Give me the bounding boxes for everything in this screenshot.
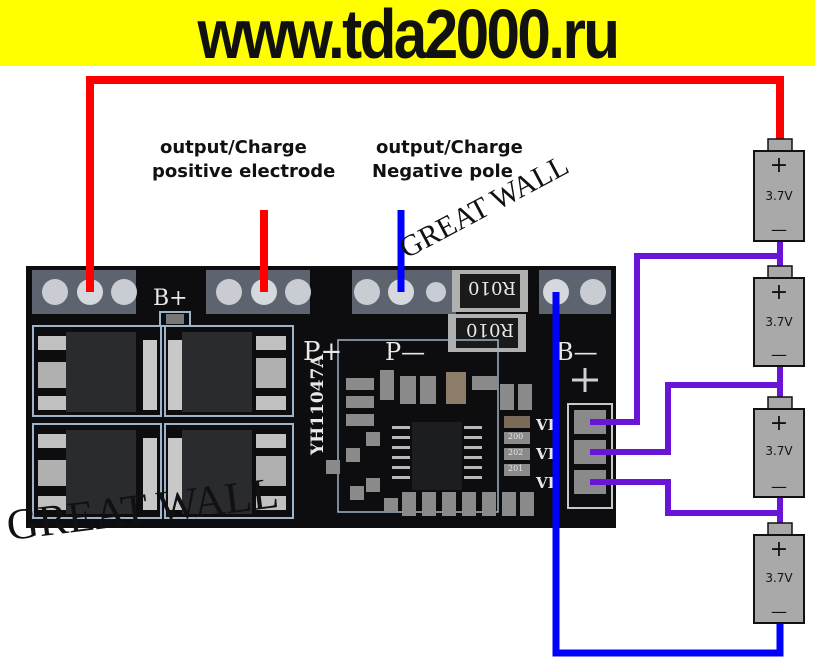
negative-wire — [397, 210, 784, 657]
positive-terminal-label: output/Charge positive electrode — [152, 136, 335, 184]
battery-2-minus: — — [771, 345, 787, 364]
battery-1-plus: + — [770, 153, 788, 178]
shunt-resistor-label-2: R010 — [466, 319, 514, 340]
battery-cell-4: + 3.7V — — [753, 522, 805, 624]
terminal-p-plus-pads — [206, 270, 311, 314]
shunt-resistors — [448, 270, 528, 352]
battery-3-plus: + — [770, 411, 788, 436]
silkscreen-plus-mark — [572, 368, 598, 392]
balance-pin-label-3: VI — [535, 474, 555, 492]
battery-3-minus: — — [771, 477, 787, 496]
mosfet-chips — [38, 332, 286, 514]
protection-ic — [326, 339, 534, 516]
negative-label-line1: output/Charge — [376, 137, 523, 158]
website-url: www.tda2000.ru — [197, 0, 620, 73]
battery-4-voltage: 3.7V — [765, 571, 793, 585]
battery-1-voltage: 3.7V — [765, 189, 793, 203]
battery-4-plus: + — [770, 537, 788, 562]
b-minus-silkscreen: B— — [556, 338, 598, 366]
battery-cell-2: + 3.7V — — [753, 265, 805, 367]
battery-4-minus: — — [771, 602, 787, 621]
balance-pin-label-1: VI — [535, 416, 555, 434]
battery-3-voltage: 3.7V — [765, 444, 793, 458]
mosfet-array — [32, 325, 294, 519]
battery-cell-1: + 3.7V — — [753, 138, 805, 242]
resistor-code-2: 202 — [508, 448, 523, 457]
resistor-code-3: 201 — [508, 464, 523, 473]
resistor-code-1: 200 — [508, 432, 523, 441]
balance-pin-label-2: VI — [535, 445, 555, 463]
battery-1-minus: — — [771, 220, 787, 239]
positive-wire — [86, 76, 784, 292]
p-minus-silkscreen: P— — [385, 338, 425, 366]
website-banner: www.tda2000.ru — [0, 0, 815, 73]
shunt-resistor-label-1: R010 — [468, 277, 516, 298]
terminal-b-plus-pads — [32, 270, 137, 314]
b-plus-silkscreen: B+ — [153, 286, 188, 311]
bms-pcb-board: B+ P+ P— B— YH11047A R010 R010 VI VI VI … — [26, 266, 616, 528]
p-plus-silkscreen: P+ — [303, 337, 342, 367]
battery-2-plus: + — [770, 280, 788, 305]
negative-label-line2: Negative pole — [372, 161, 513, 182]
model-number: YH11047A — [308, 354, 328, 456]
battery-2-voltage: 3.7V — [765, 315, 793, 329]
positive-label-line1: output/Charge — [160, 137, 307, 158]
positive-label-line2: positive electrode — [152, 161, 336, 182]
battery-cell-3: + 3.7V — — [753, 396, 805, 498]
terminal-b-minus-pads — [539, 270, 611, 314]
negative-terminal-label: output/Charge Negative pole — [372, 136, 523, 184]
balance-wires — [590, 240, 783, 530]
